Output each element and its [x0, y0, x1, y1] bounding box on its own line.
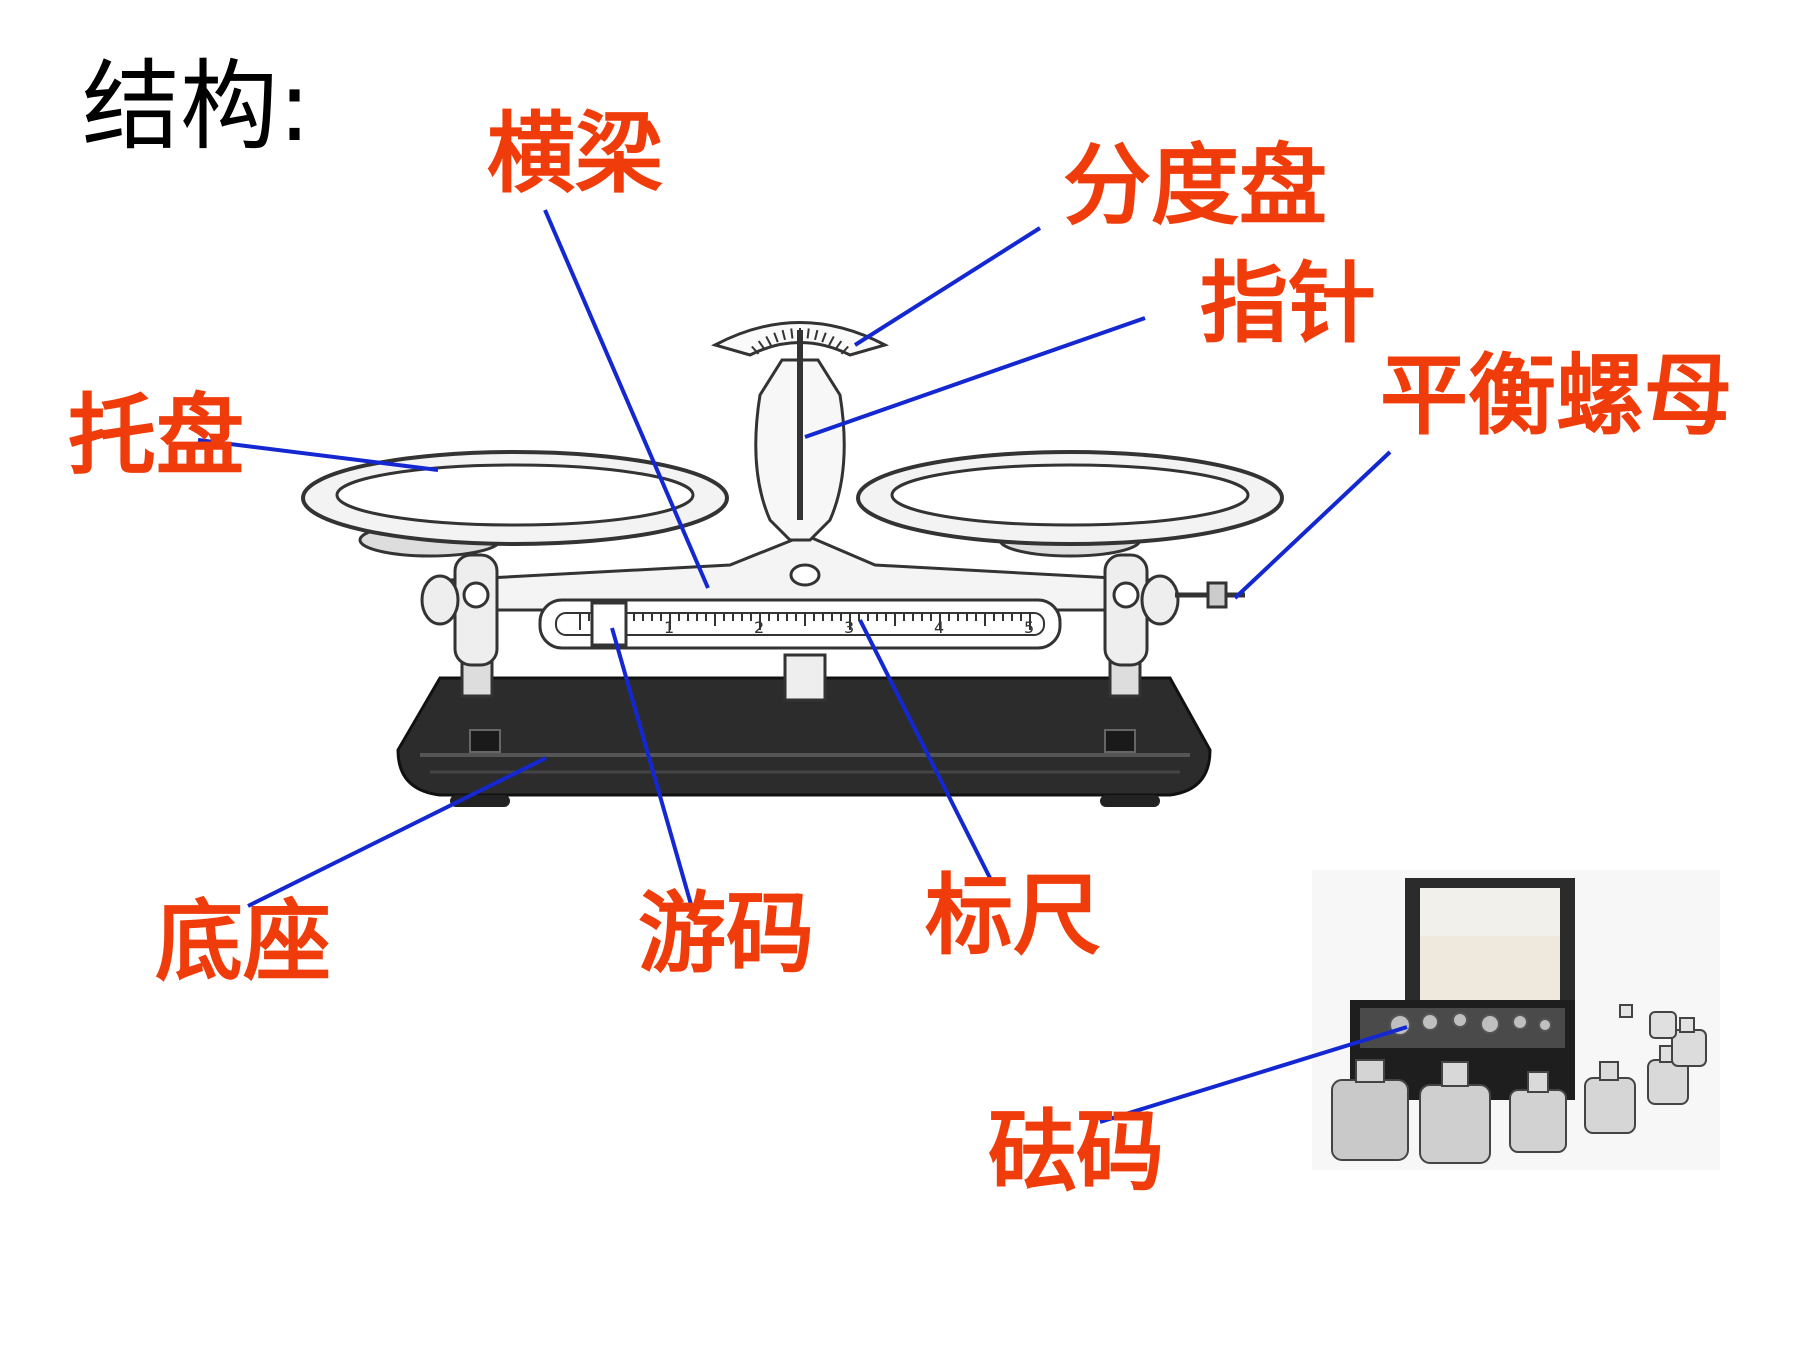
leader-line-pointer — [804, 316, 1146, 439]
label-pointer: 指针 — [1200, 252, 1377, 355]
dial-tick — [773, 332, 779, 343]
label-tray: 托盘 — [68, 384, 245, 487]
leader-line-tray — [197, 438, 439, 472]
dial-tick — [814, 329, 819, 341]
label-base: 底座 — [155, 890, 332, 993]
leader-line-dial — [853, 226, 1042, 347]
label-scale-ruler: 标尺 — [925, 864, 1102, 967]
leader-line-rider — [610, 627, 694, 909]
leader-line-weights — [1099, 1025, 1408, 1124]
ruler-tick-label: 4 — [934, 618, 944, 637]
dial-tick — [840, 345, 849, 355]
beam-illustration — [420, 533, 1180, 667]
base-illustration — [396, 676, 1212, 807]
right-tray-illustration — [856, 450, 1284, 558]
leader-line-scale-ruler — [858, 619, 992, 879]
slide-title: 结构: — [82, 50, 312, 164]
pan-posts — [460, 653, 1142, 702]
label-beam: 横梁 — [487, 102, 664, 205]
dial-tick — [821, 332, 827, 343]
ruler-tick-label: 2 — [754, 618, 764, 637]
label-dial: 分度盘 — [1063, 134, 1328, 237]
dial-tick — [806, 328, 810, 339]
leader-line-base — [247, 756, 547, 908]
pointer-dial-illustration — [711, 321, 889, 542]
leader-lines — [197, 209, 1408, 1124]
dial-tick — [757, 340, 766, 350]
dial-tick — [781, 329, 786, 341]
dial-tick — [790, 328, 794, 339]
rider-block — [590, 601, 628, 647]
ruler-tick-label: 1 — [664, 618, 674, 637]
dial-tick — [828, 335, 835, 346]
left-tray-illustration — [301, 450, 729, 558]
scale-ruler-illustration: 1 2 3 4 5 — [538, 598, 1062, 650]
label-weights: 砝码 — [988, 1100, 1165, 1203]
leader-line-balance-nut — [1233, 450, 1392, 600]
dial-tick — [765, 335, 772, 346]
label-rider: 游码 — [638, 882, 815, 985]
dial-tick — [751, 345, 760, 355]
dial-tick — [834, 340, 843, 350]
ruler-tick-label: 3 — [844, 618, 854, 637]
ruler-tick-label: 5 — [1024, 618, 1034, 637]
balance-nut-illustration — [1175, 581, 1245, 609]
label-balance-nut: 平衡螺母 — [1380, 344, 1733, 447]
leader-line-beam — [543, 209, 710, 589]
weights-box-illustration — [1312, 870, 1720, 1170]
